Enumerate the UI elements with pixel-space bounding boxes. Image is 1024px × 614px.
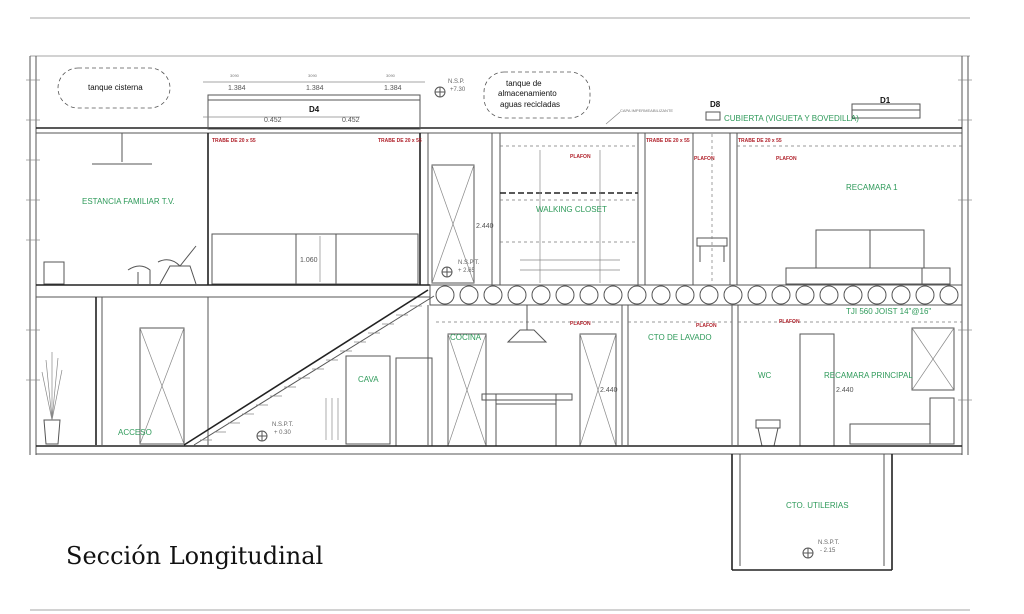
dim-1384-a: 1.384 [228, 85, 246, 92]
dim-2440-lower-a: 2.440 [600, 387, 618, 394]
frame-lines [26, 17, 972, 611]
plafon-label-1: PLAFON [570, 154, 591, 160]
room-estancia: ESTANCIA FAMILIAR T.V. [82, 197, 175, 206]
roof-slab [36, 94, 962, 134]
upper-level-value: + 2.65 [458, 268, 476, 274]
small-dim-2: 3090 [308, 73, 318, 78]
lounge-chair-icon [43, 245, 197, 285]
upper-nspt-label: N.S.P.T. [458, 260, 480, 266]
glass-railing: 1.060 [211, 233, 419, 285]
room-utilerias: CTO. UTILERIAS [786, 501, 849, 510]
recycled-water-tank: tanque de almacenamiento aguas reciclada… [483, 71, 591, 119]
ground-level-marker: N.S.P.T. + 0.30 [256, 422, 294, 442]
bed-icon [785, 229, 951, 285]
cistern-tank: tanque cisterna [57, 67, 171, 109]
room-acceso: ACCESO [118, 428, 152, 437]
upper-sink-icon [696, 134, 728, 284]
plafon-label-5: PLAFON [696, 323, 717, 329]
intermediate-floor: TJI 560 JOIST 14"@16" [36, 284, 963, 316]
ground-level-value: + 0.30 [274, 430, 292, 436]
recycled-tank-label-3: aguas recicladas [500, 100, 560, 109]
upper-floor-walls [207, 133, 962, 285]
kitchen-range-icon [481, 305, 573, 447]
trabe-label-1: TRABE DE 20 x 55 [212, 138, 256, 144]
small-dim-3: 3090 [386, 73, 396, 78]
cistern-tank-label: tanque cisterna [88, 83, 143, 92]
dim-1384-c: 1.384 [384, 85, 402, 92]
dim-2440-upper: 2.440 [476, 223, 494, 230]
dim-0452-a: 0.452 [264, 117, 282, 124]
basement: CTO. UTILERIAS N.S.P.T. - 2.15 [731, 454, 893, 571]
roof-nsp-label: N.S.P. [448, 79, 465, 85]
small-dim-1: 3090 [230, 73, 240, 78]
trabe-label-3: TRABE DE 20 x 55 [646, 138, 690, 144]
dim-0452-b: 0.452 [342, 117, 360, 124]
plafon-label-6: PLAFON [779, 319, 800, 325]
plafon-label-4: PLAFON [570, 321, 591, 327]
basement-nspt-label: N.S.P.T. [818, 540, 840, 546]
dim-1384-b: 1.384 [306, 85, 324, 92]
wine-rack-icon [325, 398, 339, 440]
room-recamara1: RECAMARA 1 [846, 183, 898, 192]
room-recamara-principal: RECAMARA PRINCIPAL [824, 371, 913, 380]
skylight-dimensions: 3090 3090 3090 1.384 1.384 1.384 0.452 0… [203, 73, 891, 124]
roof-level-value: +7.30 [450, 87, 466, 93]
staircase [183, 289, 435, 446]
capa-label: CAPA IMPERMEABILIZANTE [620, 108, 673, 113]
plafon-label-2: PLAFON [694, 156, 715, 162]
tji-label: TJI 560 JOIST 14"@16" [846, 307, 931, 316]
lower-bed-icon [849, 397, 955, 445]
room-wc: WC [758, 371, 772, 380]
d4-label: D4 [309, 105, 320, 114]
room-walking-closet: WALKING CLOSET [536, 205, 607, 214]
ground-nspt-label: N.S.P.T. [272, 422, 294, 428]
lower-doors [139, 327, 955, 447]
cubierta-label: CUBIERTA (VIGUETA Y BOVEDILLA) [724, 114, 859, 123]
trabe-label-4: TRABE DE 20 x 55 [738, 138, 782, 144]
toilet-icon [755, 419, 781, 447]
room-cocina: COCINA [450, 333, 482, 342]
plafon-label-3: PLAFON [776, 156, 797, 162]
d8-label: D8 [710, 100, 721, 109]
trabe-label-2: TRABE DE 20 x 55 [378, 138, 422, 144]
ground-slab [36, 445, 962, 455]
plant-icon [41, 352, 63, 445]
lower-floor-walls [95, 297, 962, 445]
roof-level-marker: N.S.P. +7.30 [434, 79, 466, 98]
dim-1060: 1.060 [300, 257, 318, 264]
d1-label: D1 [880, 96, 891, 105]
room-lavado: CTO DE LAVADO [648, 333, 712, 342]
room-cava: CAVA [358, 375, 379, 384]
dim-2440-lower-b: 2.440 [836, 387, 854, 394]
ceiling-fan-icon [92, 133, 152, 165]
recycled-tank-label-1: tanque de [506, 79, 542, 88]
recycled-tank-label-2: almacenamiento [498, 89, 557, 98]
drawing-title: Sección Longitudinal [66, 542, 324, 570]
basement-level-value: - 2.15 [820, 548, 836, 554]
upper-level-marker: N.S.P.T. + 2.65 [441, 260, 480, 278]
